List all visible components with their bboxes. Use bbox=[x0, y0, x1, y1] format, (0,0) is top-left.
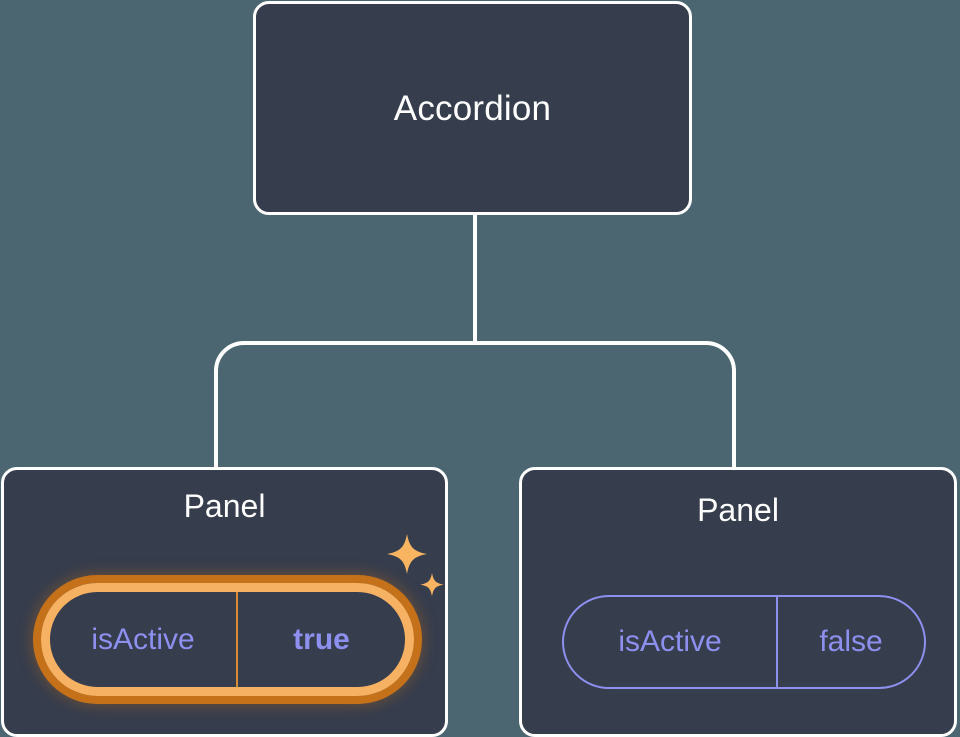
prop-pill-divider-right bbox=[776, 597, 778, 687]
prop-pill-isactive-false[interactable]: isActive false bbox=[562, 595, 926, 689]
prop-pill-isactive-true[interactable]: isActive true bbox=[41, 583, 414, 696]
node-accordion[interactable]: Accordion bbox=[253, 1, 692, 215]
connector-branch-bus bbox=[214, 341, 736, 470]
prop-value-true: true bbox=[293, 622, 350, 656]
node-panel-right-label: Panel bbox=[697, 492, 779, 528]
node-panel-left-label: Panel bbox=[183, 488, 266, 524]
node-accordion-label: Accordion bbox=[393, 88, 552, 128]
prop-name-isactive-right: isActive bbox=[618, 625, 722, 658]
node-panel-right[interactable]: Panel isActive false bbox=[519, 467, 957, 737]
prop-value-false: false bbox=[819, 625, 883, 658]
node-panel-left[interactable]: Panel isActive true bbox=[1, 467, 448, 737]
prop-name-isactive-left: isActive bbox=[91, 622, 195, 656]
prop-pill-divider-left bbox=[236, 592, 238, 687]
